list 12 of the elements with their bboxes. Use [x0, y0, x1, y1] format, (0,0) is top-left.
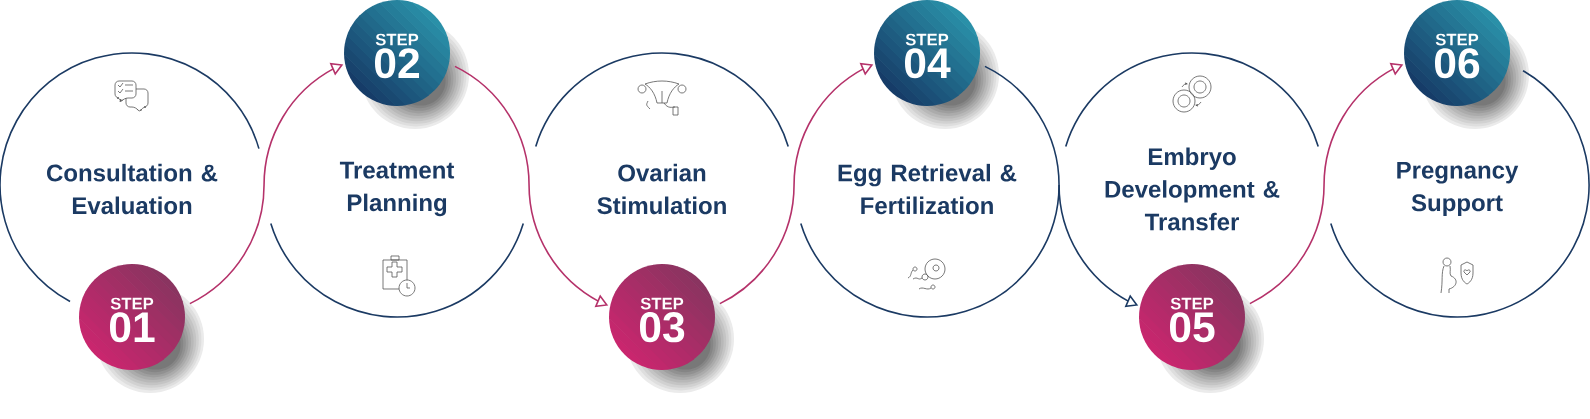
- step-badge: STEP 02: [344, 0, 450, 106]
- step-badge: STEP 06: [1404, 0, 1510, 106]
- step-title: Embryo Development & Transfer: [1105, 147, 1280, 231]
- step-badge: STEP 01: [79, 264, 185, 370]
- step-title: Egg Retrieval & Fertilization: [838, 163, 1017, 215]
- step-badge: STEP 05: [1139, 264, 1245, 370]
- step-badge: STEP 03: [609, 264, 715, 370]
- step-badge: STEP 04: [874, 0, 980, 106]
- step-title: Treatment Planning: [339, 161, 455, 217]
- step-title: Consultation & Evaluation: [47, 163, 218, 215]
- step-title: Pregnancy Support: [1397, 161, 1519, 217]
- step-title: Ovarian Stimulation: [597, 163, 726, 215]
